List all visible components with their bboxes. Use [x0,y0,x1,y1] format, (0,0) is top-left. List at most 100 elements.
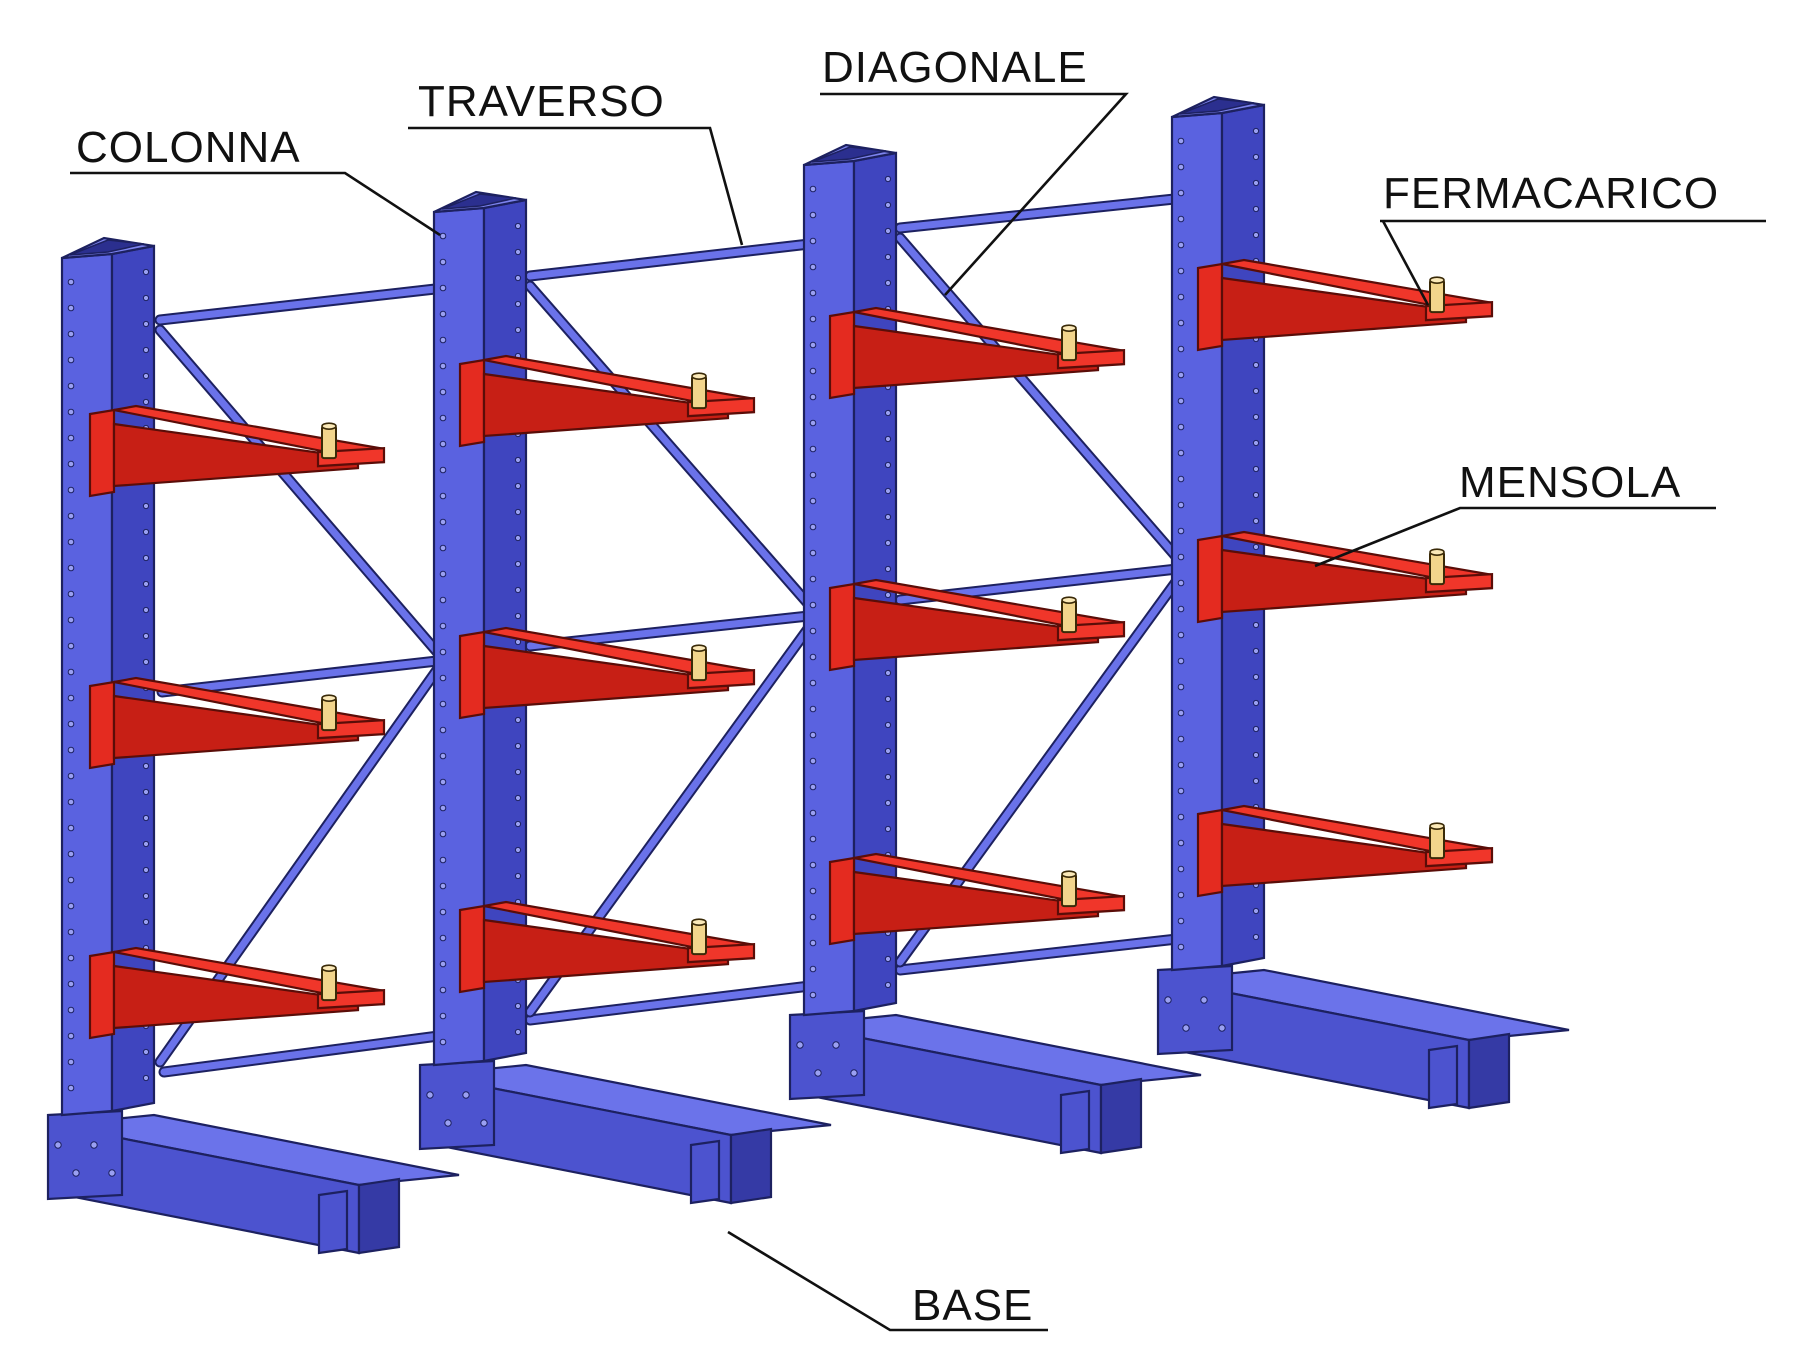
column-hole [142,502,150,510]
column-hole [1177,189,1185,197]
column-hole [67,980,75,988]
load-stop-cap [321,422,337,430]
traverso-5 [524,979,824,1026]
mensola-4-1 [1196,258,1494,352]
column-hole [439,908,447,916]
arm-web [482,918,730,984]
label-fermacarico: FERMACARICO [1383,169,1719,218]
column-hole [67,642,75,650]
column-hole [439,596,447,604]
arm-web [112,422,360,488]
column-hole [142,268,150,276]
traverso-6 [894,932,1192,976]
column-hole [1177,787,1185,795]
traverso-4-core [160,1031,450,1076]
column-hole [809,965,817,973]
column-hole [67,330,75,338]
arm-mount-plate [458,358,486,448]
base-hole [1164,996,1172,1004]
diagonale-1-core [156,326,448,664]
column-hole [1252,127,1260,135]
load-stop-cap [691,918,707,926]
column-hole [514,456,522,464]
column-hole [142,632,150,640]
traverso-2 [524,237,824,282]
column-hole [1177,865,1185,873]
column-hole [884,409,892,417]
base-plate [1156,964,1234,1056]
base-hole [72,1169,80,1177]
column-hole [1177,657,1185,665]
column-hole [884,513,892,521]
column-hole [1252,387,1260,395]
label-traverso: TRAVERSO [418,77,665,126]
column-hole [514,820,522,828]
column-hole [514,794,522,802]
column-hole [1177,163,1185,171]
column-hole [439,804,447,812]
callout-traverso: TRAVERSO [408,77,744,246]
column-hole [439,778,447,786]
column-hole [809,471,817,479]
column-hole [67,434,75,442]
base-hole [1182,1024,1190,1032]
column-hole [67,824,75,832]
mensola-4-3 [1196,804,1494,898]
column-hole [439,1012,447,1020]
base-hole [1200,996,1208,1004]
column-hole [884,669,892,677]
column-hole [142,788,150,796]
diagonale-5 [894,232,1192,574]
arm-web [482,372,730,438]
column-hole [809,341,817,349]
load-stop [1429,825,1445,860]
column-hole [514,300,522,308]
base-hole [462,1091,470,1099]
traverso-7 [156,654,452,698]
base-web [1427,1044,1459,1110]
column-opening [441,193,517,210]
label-colonna: COLONNA [76,123,301,172]
base-plate [46,1109,124,1201]
load-stop [1061,327,1077,362]
load-stop-cap [1429,276,1445,284]
label-base: BASE [912,1281,1033,1330]
column-hole [884,435,892,443]
column-hole [142,528,150,536]
column-hole [514,326,522,334]
column-hole [514,612,522,620]
column-hole [1252,777,1260,785]
column-hole [439,934,447,942]
traverso-7-core [158,656,450,696]
column-hole [439,856,447,864]
column-hole [1252,543,1260,551]
leader-fermacarico-pointer [1381,220,1430,306]
column-hole [809,835,817,843]
traverso-6-core [896,934,1190,974]
column-hole [1252,413,1260,421]
column-hole [514,1028,522,1036]
column-hole [809,393,817,401]
column-hole [439,466,447,474]
column-hole [1252,907,1260,915]
column-hole [514,872,522,880]
arm-web [482,644,730,710]
column-hole [809,575,817,583]
traverso-3-core [896,194,1188,232]
arm-mount-plate [88,950,116,1040]
load-stop-cap [691,372,707,380]
column-hole [142,554,150,562]
column-hole [1177,579,1185,587]
arm-mount-plate [828,310,856,400]
column-hole [67,538,75,546]
base-1 [46,1109,460,1255]
column-hole [439,960,447,968]
column-hole [1252,621,1260,629]
column-hole [67,798,75,806]
column-hole [67,928,75,936]
column-hole [67,1058,75,1066]
column-hole [439,518,447,526]
column-hole [1177,631,1185,639]
column-hole [514,274,522,282]
column-hole [67,382,75,390]
